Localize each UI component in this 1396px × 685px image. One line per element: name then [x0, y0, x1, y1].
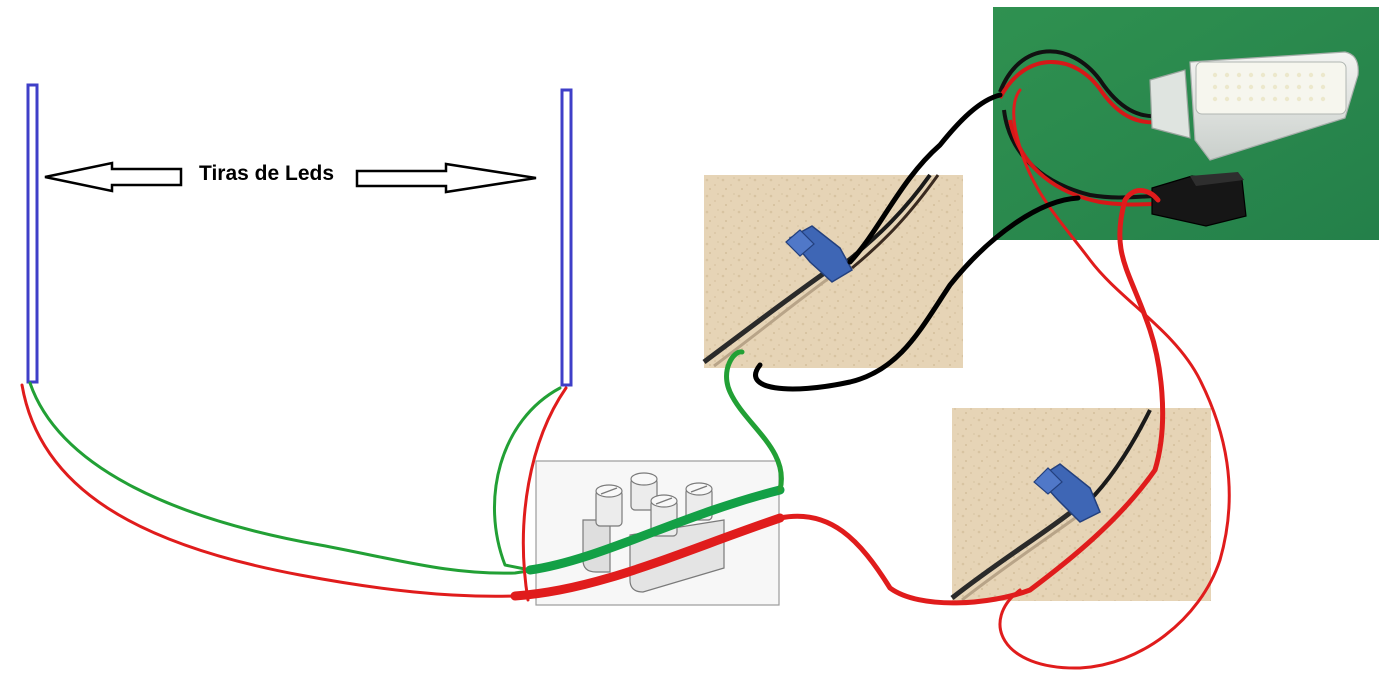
wire-red-left [20, 383, 537, 598]
wire-red-loop [998, 88, 1231, 670]
wire-green-up [724, 349, 784, 493]
wire-black-top [847, 92, 1003, 265]
wire-green-right [493, 386, 562, 572]
wire-black-loop [753, 195, 1081, 392]
connector-photo-bottom [950, 408, 1211, 602]
led-strip-left [26, 83, 39, 384]
led-strip-right [560, 88, 573, 387]
terminal-block-photo [535, 460, 780, 606]
wire-red-right [521, 386, 568, 602]
wire-red-main [777, 188, 1166, 606]
wire-green-left [28, 381, 537, 575]
wire-red-thick [510, 513, 785, 601]
arrow-left [44, 161, 183, 193]
led-strips-label: Tiras de Leds [199, 162, 335, 185]
connector-photo-top [702, 173, 963, 368]
arrow-right [355, 162, 537, 194]
wire-green-thick [525, 485, 785, 575]
